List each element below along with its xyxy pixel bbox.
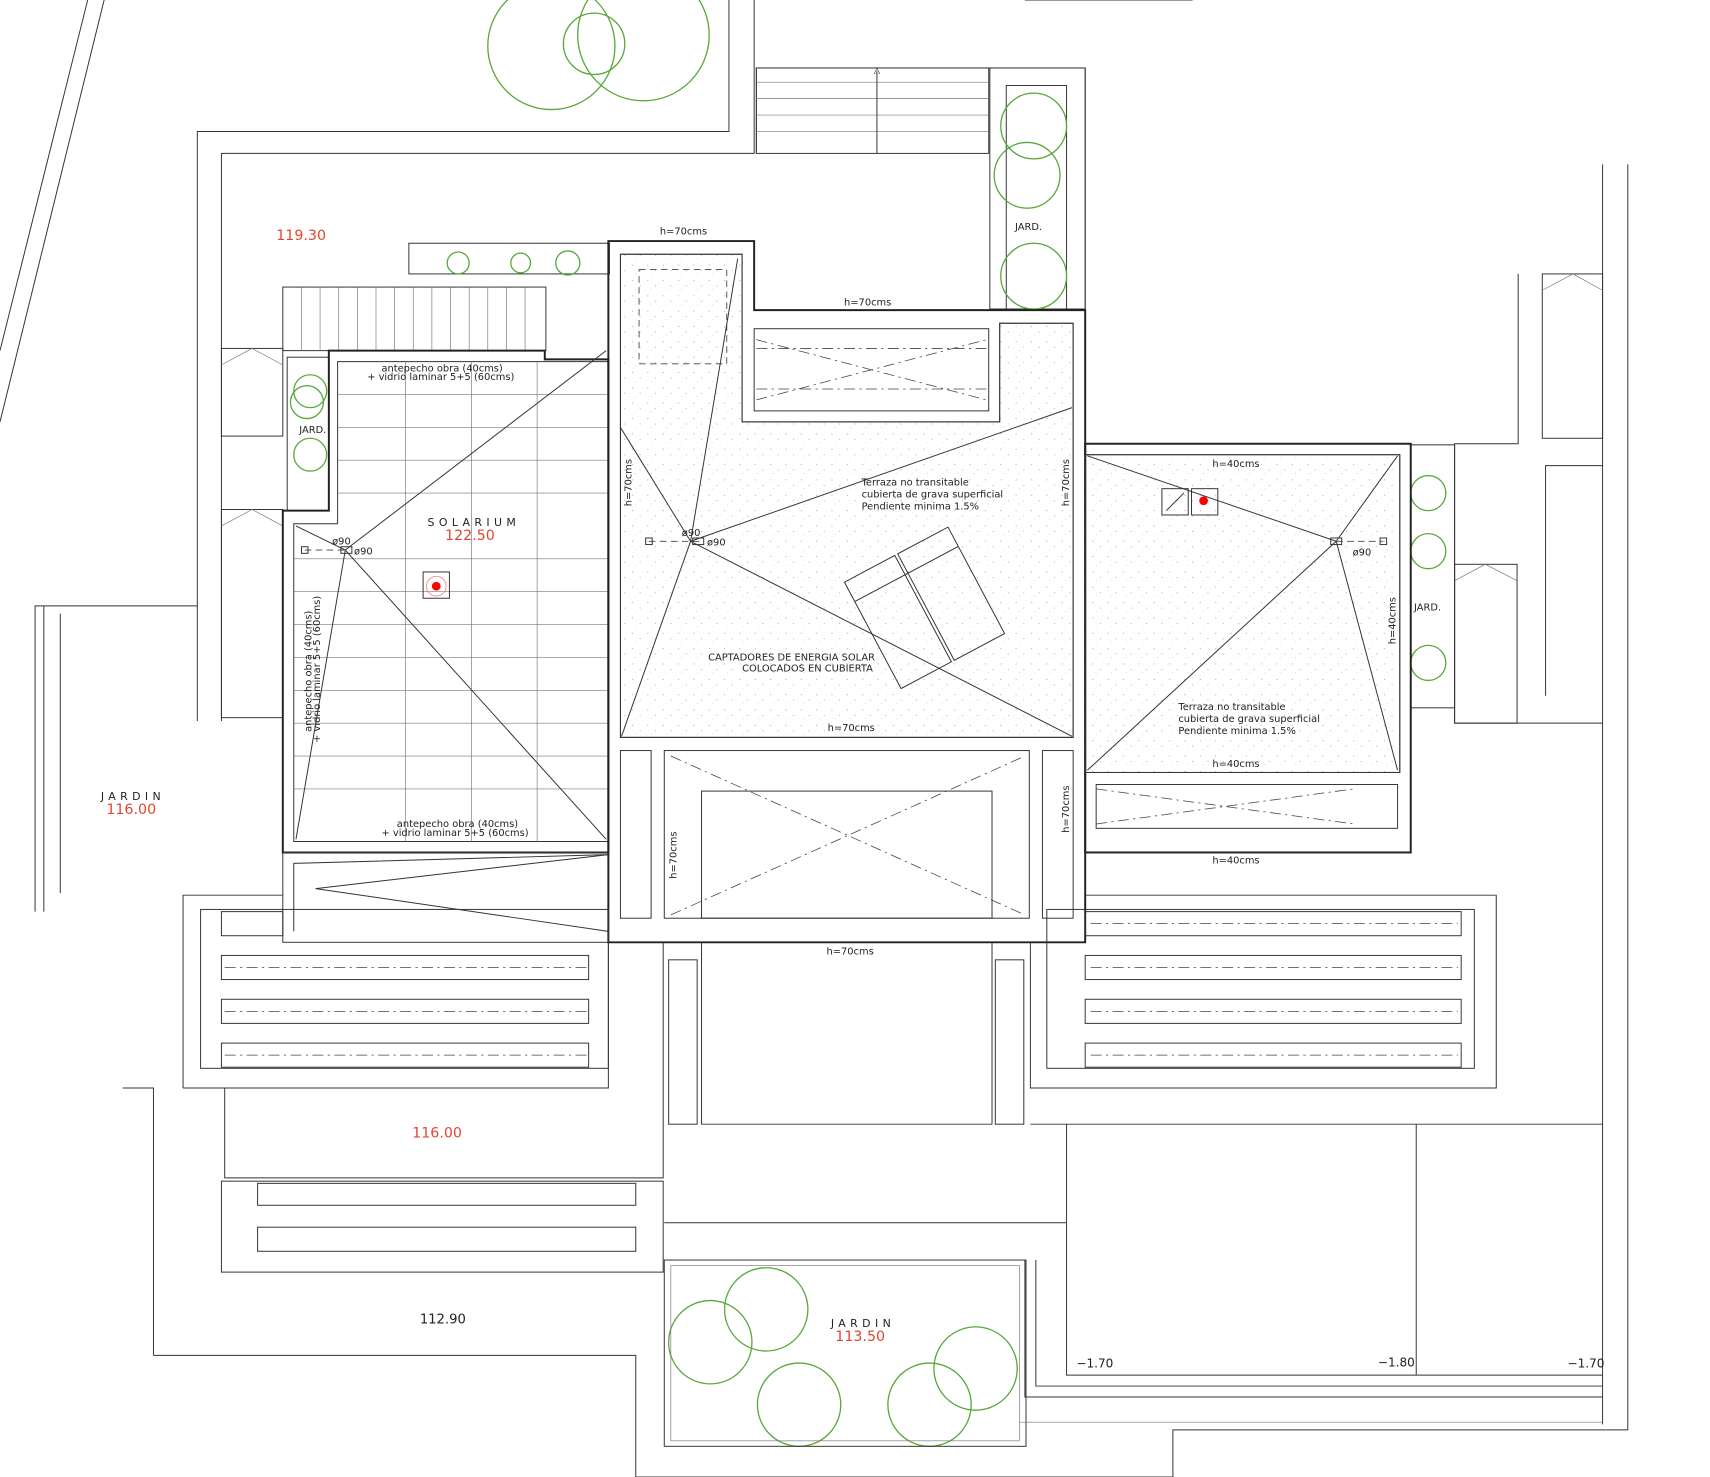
solar-note: CAPTADORES DE ENERGIA SOLAR (708, 653, 875, 664)
height-label: h=70cms (844, 298, 891, 309)
solar-note: COLOCADOS EN CUBIERTA (742, 664, 873, 675)
central-roof (607, 240, 1087, 944)
height-label: h=70cms (827, 946, 874, 957)
parapet-note: antepecho obra (40cms) (381, 363, 502, 374)
terrace-note: cubierta de grava superficial (862, 489, 1004, 500)
right-roof (1084, 442, 1412, 854)
height-label: h=70cms (1061, 786, 1072, 833)
terrace-note: Terraza no transitable (861, 477, 969, 488)
solar-collectors (843, 526, 1006, 690)
jardin-label: JARDIN (830, 1317, 895, 1330)
stairs (220, 67, 1604, 724)
level-lower-terrace: 116.00 (412, 1125, 462, 1141)
jardin-label: JARDIN (100, 790, 165, 803)
height-label: h=70cms (1061, 459, 1072, 506)
drain-icon (1199, 496, 1208, 506)
parapet-note: antepecho obra (40cms) (397, 819, 518, 830)
pipe-diameter-label: ø90 (332, 537, 351, 548)
height-label: h=40cms (1212, 759, 1259, 770)
level-bottom: 112.90 (420, 1313, 466, 1328)
pipe-diameter-label: ø90 (682, 528, 701, 539)
jard-label: JARD. (1014, 222, 1042, 233)
level-jardin-left: 116.00 (106, 802, 156, 818)
terrace-note: cubierta de grava superficial (1178, 714, 1320, 725)
labels: 119.30 h=70cms h=70cms h=70cms h=70cms h… (100, 222, 1605, 1370)
terrace-note: Terraza no transitable (1177, 702, 1285, 713)
trees (289, 0, 1447, 1447)
pipe-diameter-label: ø90 (354, 546, 373, 557)
lower-terraces (182, 894, 1603, 1447)
height-label: h=40cms (1212, 459, 1259, 470)
jard-label: JARD. (298, 425, 326, 436)
height-label: h=40cms (1387, 597, 1398, 644)
height-label: h=70cms (828, 723, 875, 734)
height-label: h=70cms (668, 832, 679, 879)
parapet-note: + vidrio laminar 5+5 (60cms) (381, 828, 528, 839)
jard-label: JARD. (1413, 602, 1441, 613)
solarium-label: SOLARIUM (428, 516, 521, 529)
terrace-note: Pendiente minima 1.5% (862, 502, 979, 513)
parapet-note: antepecho obra (40cms) (303, 611, 314, 732)
level-solarium: 122.50 (445, 528, 495, 544)
parapet-note: + vidrio laminar 5+5 (60cms) (367, 372, 514, 383)
level-right-c: −1.70 (1568, 1356, 1605, 1370)
level-jardin-bottom: 113.50 (835, 1329, 885, 1345)
drain-icon (431, 581, 441, 591)
terrace-note: Pendiente minima 1.5% (1178, 726, 1295, 737)
height-label: h=70cms (623, 459, 634, 506)
pipe-diameter-label: ø90 (707, 538, 726, 549)
solarium-roof (281, 349, 610, 943)
level-right-a: −1.70 (1076, 1356, 1113, 1370)
level-top-left: 119.30 (276, 228, 326, 244)
level-right-b: −1.80 (1378, 1355, 1415, 1369)
height-label: h=40cms (1212, 855, 1259, 866)
height-label: h=70cms (660, 226, 707, 237)
parapet-note: + vidrio laminar 5+5 (60cms) (312, 596, 323, 743)
pipe-diameter-label: ø90 (1353, 548, 1372, 559)
